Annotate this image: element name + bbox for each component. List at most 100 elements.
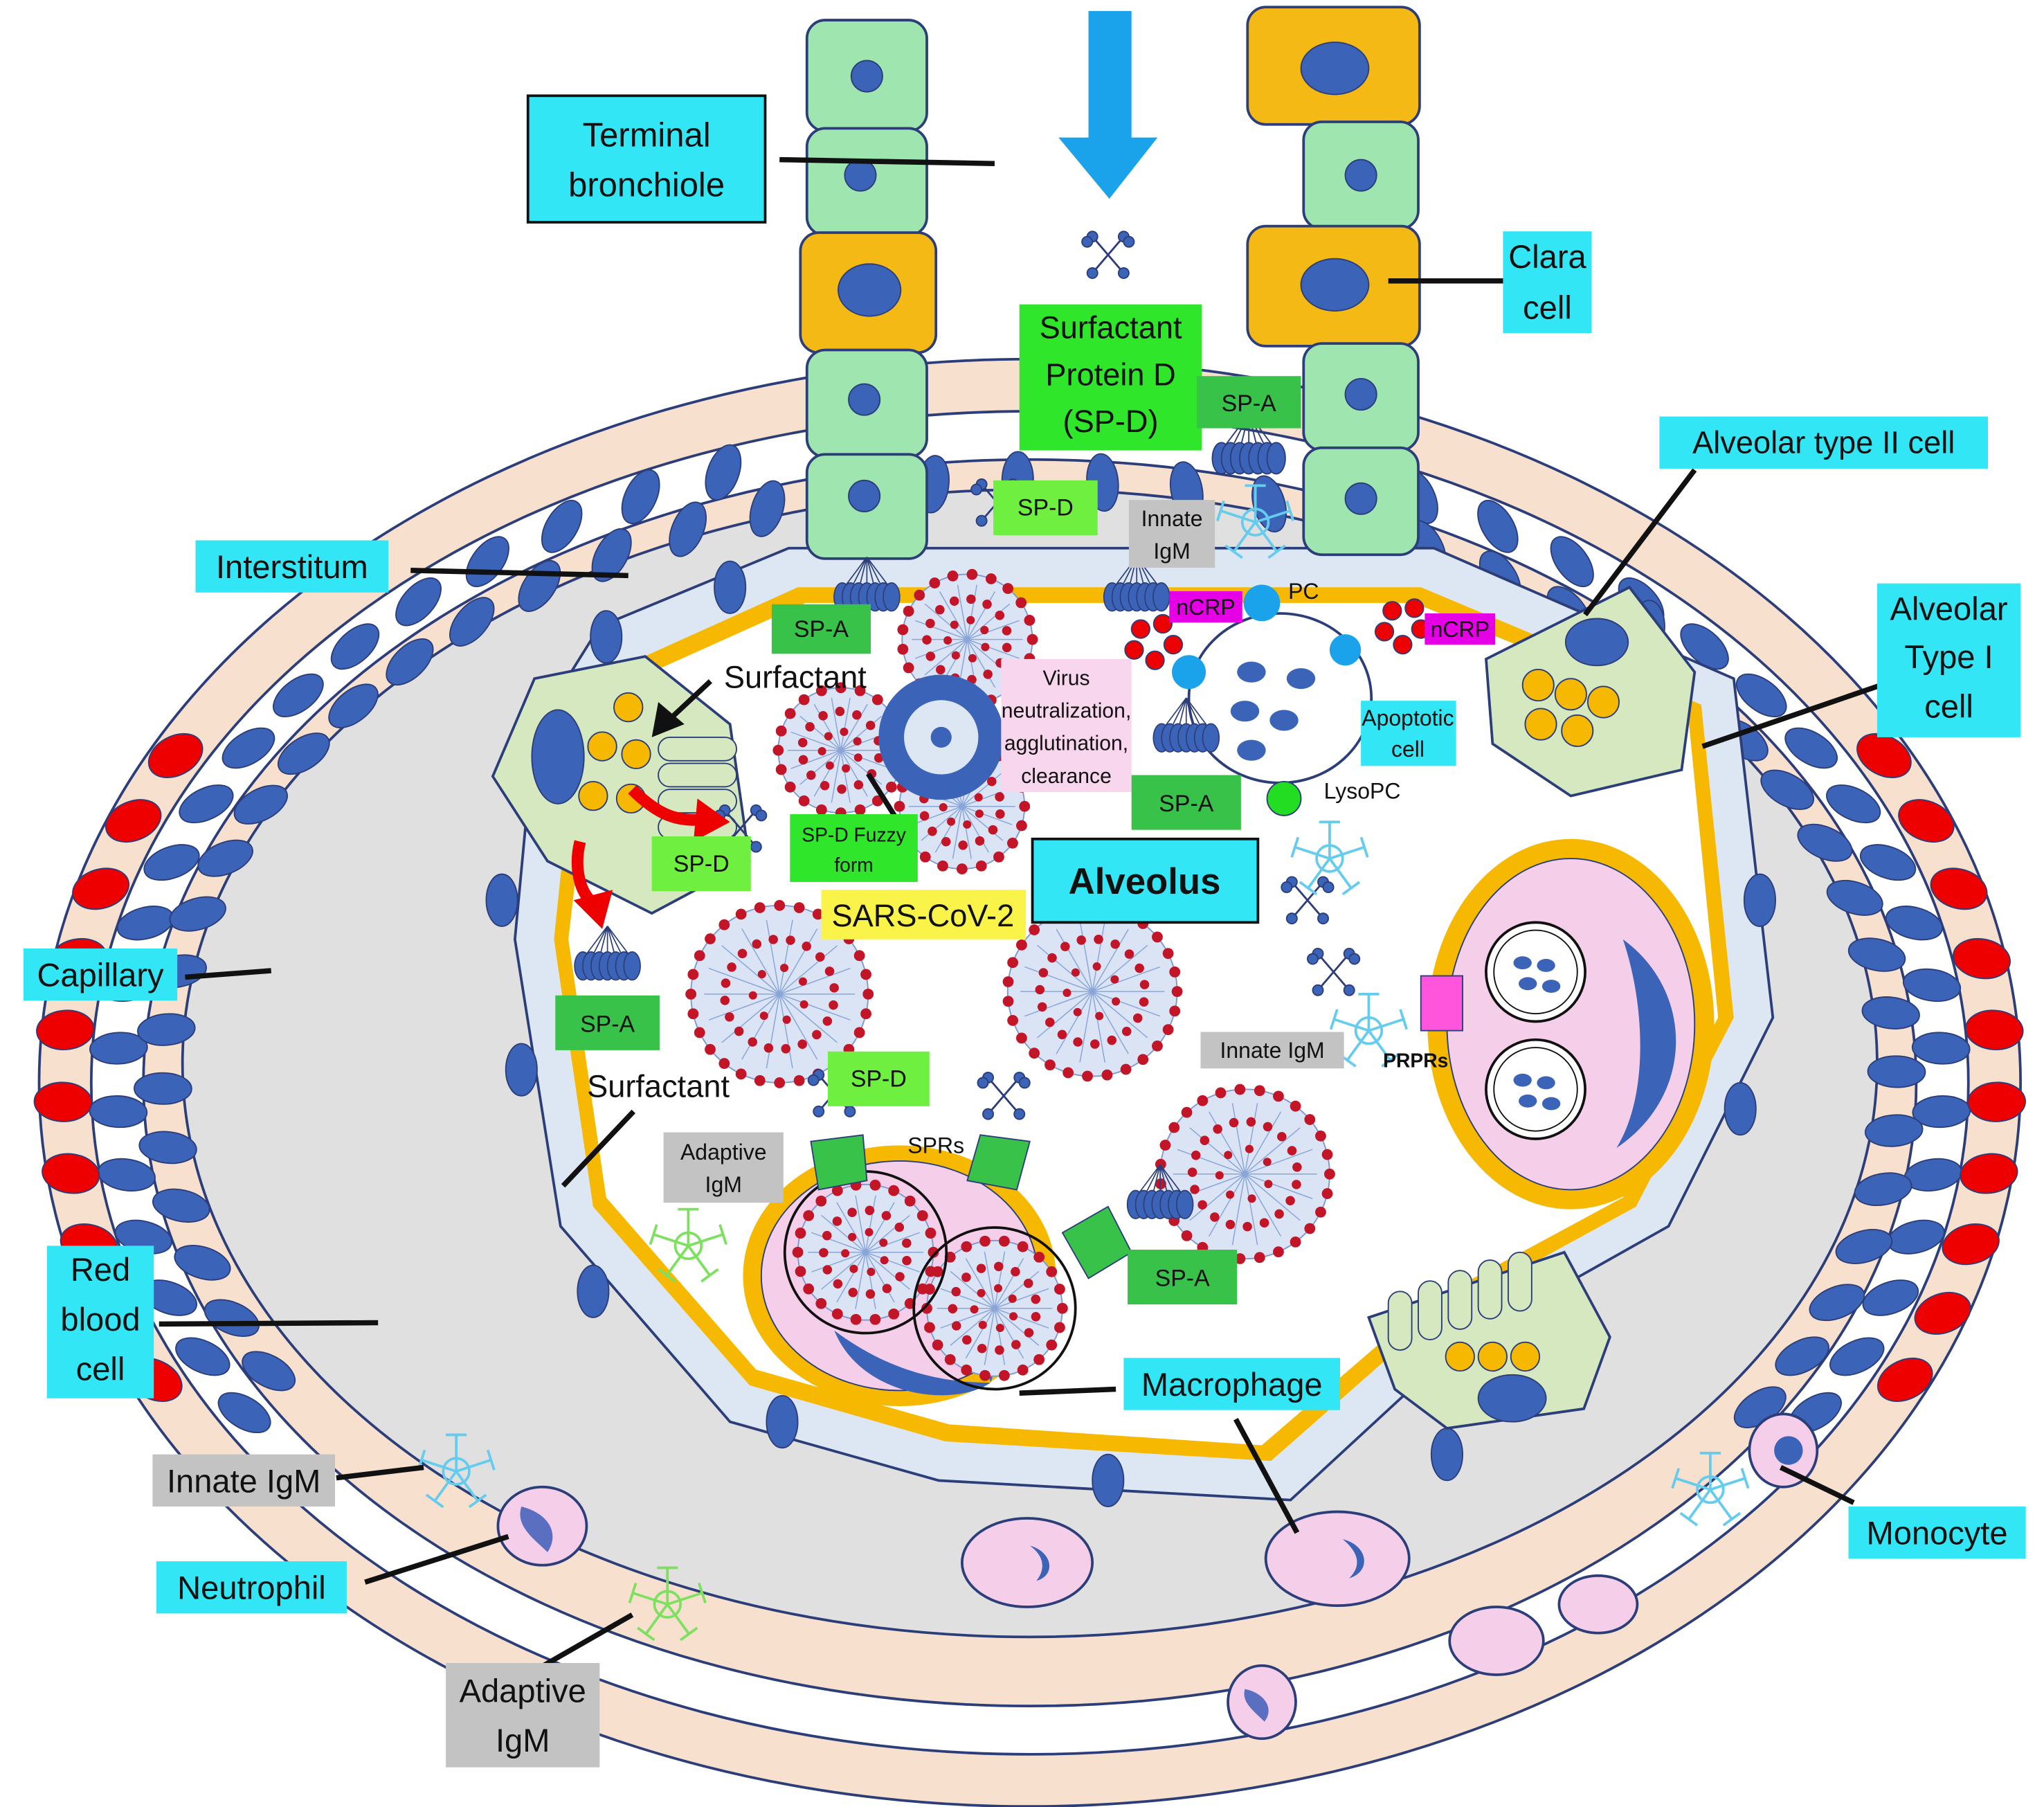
label-surfactant-protein-d: Surfactant Protein D (SP-D): [1019, 304, 1202, 451]
type1-nucleus: [1092, 1453, 1125, 1507]
endothelial-nucleus: [179, 784, 234, 824]
svg-text:cell: cell: [1924, 688, 1973, 725]
igm-star-icon: [417, 1433, 496, 1509]
label-virus-neutralization: Virus neutralization, agglutination, cle…: [1001, 658, 1132, 792]
endothelial-nucleus: [591, 528, 632, 582]
endothelial-nucleus: [1854, 1172, 1912, 1206]
svg-text:Innate: Innate: [1141, 506, 1203, 531]
red-blood-cell: [105, 799, 162, 843]
endothelial-nucleus: [328, 683, 379, 728]
svg-text:Surfactant: Surfactant: [1040, 310, 1182, 345]
label-sprs: SPRs: [907, 1133, 964, 1158]
endothelial-nucleus: [134, 1072, 192, 1105]
endothelial-nucleus: [1867, 1055, 1926, 1088]
svg-text:IgM: IgM: [496, 1722, 550, 1759]
red-blood-cell: [1960, 1153, 2018, 1194]
airflow-arrow-icon: [1058, 10, 1158, 199]
label-sars-cov2: SARS-CoV-2: [821, 890, 1026, 940]
endothelial-nucleus: [705, 444, 742, 501]
type1-nucleus: [1724, 1082, 1757, 1136]
sp-a-bouquet: [1103, 557, 1170, 612]
red-blood-cell: [1942, 1223, 2000, 1266]
svg-text:SP-A: SP-A: [1159, 791, 1213, 817]
igm-star-icon: [628, 1566, 707, 1642]
svg-text:Protein D: Protein D: [1045, 357, 1175, 392]
red-blood-cell: [147, 732, 204, 779]
label-innate-igm-left: Innate IgM: [152, 1454, 336, 1507]
label-capillary: Capillary: [23, 948, 178, 1001]
endothelial-nucleus: [1835, 1229, 1893, 1264]
sp-a-bouquet: [1126, 1164, 1194, 1220]
endothelial-nucleus: [1809, 1284, 1865, 1322]
endothelial-nucleus: [1859, 844, 1917, 881]
svg-text:SARS-CoV-2: SARS-CoV-2: [832, 898, 1015, 933]
igm-star-icon: [649, 1207, 727, 1283]
svg-text:SP-A: SP-A: [1155, 1266, 1210, 1292]
endothelial-nucleus: [749, 480, 786, 537]
svg-text:neutralization,: neutralization,: [1002, 700, 1132, 723]
sp-d-cross: [1081, 231, 1135, 279]
sp-d-cross: [977, 1071, 1031, 1120]
label-alveolus: Alveolus: [1031, 837, 1260, 924]
label-ncrp-1: nCRP: [1169, 591, 1242, 623]
endothelial-nucleus: [1550, 536, 1594, 588]
endothelial-nucleus: [221, 727, 275, 769]
virus-particle: [685, 899, 874, 1088]
sars-cov-2-particles: [685, 568, 1335, 1381]
svg-text:Red: Red: [71, 1251, 130, 1288]
svg-text:Capillary: Capillary: [37, 957, 164, 994]
type1-nucleus: [714, 560, 747, 614]
bronchiole-right-column: [1246, 6, 1421, 557]
endothelial-nucleus: [541, 500, 583, 553]
endothelial-nucleus: [175, 1337, 230, 1376]
endothelial-nucleus: [273, 673, 324, 718]
sp-d-cross: [1281, 876, 1335, 925]
svg-text:(SP-D): (SP-D): [1063, 404, 1159, 439]
endothelial-nucleus: [669, 501, 707, 557]
virus-particle: [792, 1179, 939, 1325]
label-macrophage: Macrophage: [1123, 1358, 1341, 1410]
type1-nucleus: [577, 1264, 610, 1318]
virus-particle: [921, 1235, 1068, 1381]
endothelial-nucleus: [449, 597, 495, 647]
endothelial-nucleus: [1826, 784, 1881, 824]
red-blood-cell: [36, 1009, 95, 1050]
svg-text:Clara: Clara: [1508, 238, 1586, 275]
virus-particle: [1155, 1084, 1335, 1264]
endothelial-nucleus: [204, 1299, 260, 1337]
label-ncrp-2: nCRP: [1425, 613, 1496, 645]
red-blood-cell: [1856, 732, 1912, 779]
svg-text:Alveolus: Alveolus: [1069, 861, 1221, 902]
endothelial-nucleus: [1784, 727, 1838, 769]
svg-text:SP-D Fuzzy: SP-D Fuzzy: [802, 824, 906, 846]
label-adaptive-igm-mid: Adaptive IgM: [663, 1132, 784, 1203]
endothelial-nucleus: [197, 839, 253, 877]
endothelial-nucleus: [89, 1032, 148, 1065]
type2-cell-right: [1484, 585, 1697, 798]
svg-text:Adaptive: Adaptive: [460, 1673, 586, 1709]
svg-text:SP-A: SP-A: [580, 1012, 635, 1038]
svg-text:Virus: Virus: [1042, 667, 1089, 690]
leader-lines: [159, 156, 1882, 1679]
red-blood-cell: [72, 867, 130, 910]
svg-text:Apoptotic: Apoptotic: [1362, 705, 1454, 730]
endothelial-nucleus: [330, 623, 380, 670]
type1-cell-nuclei: [485, 560, 1776, 1507]
svg-text:Type I: Type I: [1904, 638, 1993, 675]
label-neutrophil: Neutrophil: [156, 1561, 347, 1614]
red-blood-cell: [1952, 937, 2011, 980]
phagosome-2: [912, 1226, 1077, 1391]
endothelial-nucleus: [174, 1245, 231, 1281]
sp-a-molecules: [574, 413, 1286, 1220]
label-innate-igm-top: Innate IgM: [1128, 500, 1215, 568]
svg-text:Neutrophil: Neutrophil: [177, 1570, 326, 1606]
apoptotic-cell: [1172, 584, 1373, 816]
endothelial-nucleus: [1680, 623, 1729, 670]
label-sp-d-left: SP-D: [651, 836, 751, 892]
type1-nucleus: [505, 1043, 538, 1097]
type1-nucleus: [766, 1395, 799, 1449]
label-alveolar-type2: Alveolar type II cell: [1659, 416, 1989, 469]
endothelial-nucleus: [1862, 1279, 1919, 1316]
svg-text:Alveolar type II cell: Alveolar type II cell: [1692, 424, 1955, 460]
red-blood-cell: [1914, 1292, 1971, 1335]
